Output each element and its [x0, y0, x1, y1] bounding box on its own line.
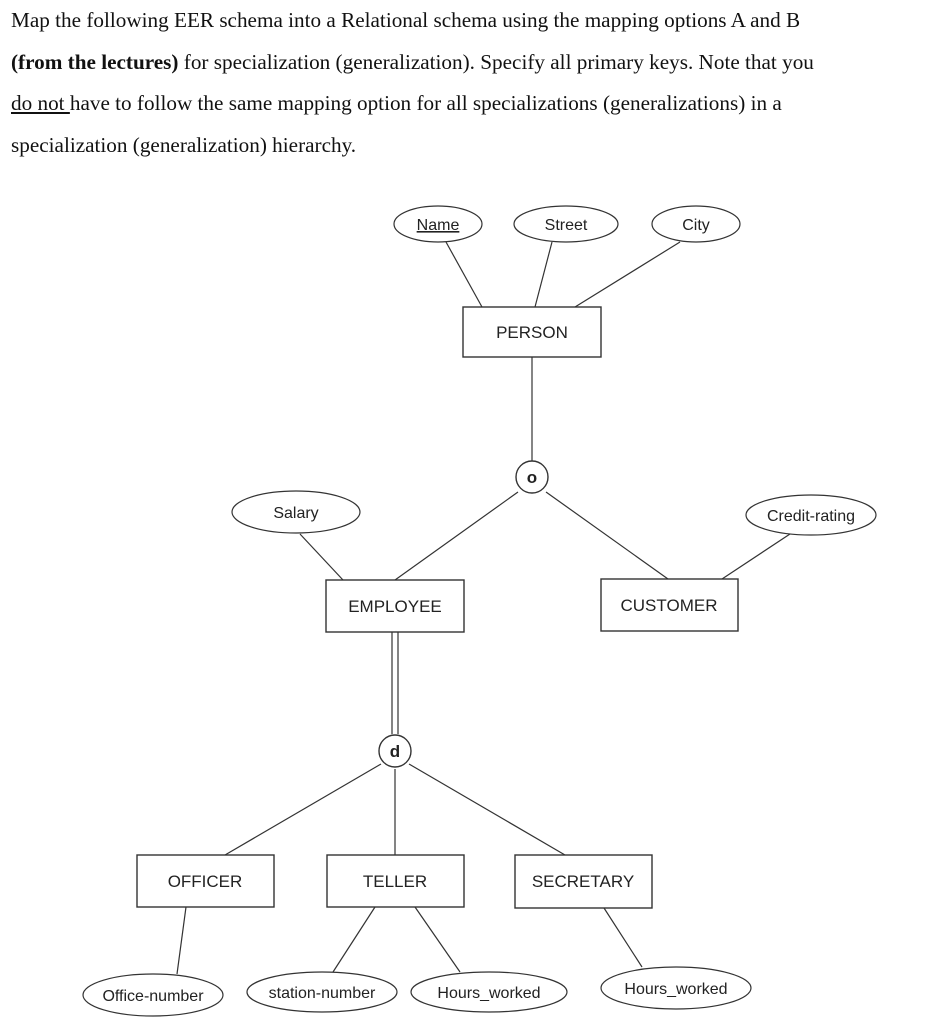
connector-overlap-employee — [394, 491, 519, 581]
entity-officer-label: OFFICER — [168, 872, 243, 891]
attr-office-number: Office-number — [82, 973, 224, 1017]
entity-person-label: PERSON — [496, 323, 568, 342]
connector-creditrating-customer — [721, 533, 791, 580]
attr-credit-rating-label: Credit-rating — [767, 508, 855, 525]
connector-officer-officenumber — [176, 906, 187, 975]
question-seg-3: for specialization (generalization). Spe… — [178, 49, 814, 74]
attr-street-label: Street — [545, 217, 588, 234]
entity-employee: EMPLOYEE — [325, 579, 465, 633]
attr-hours-worked-secretary: Hours_worked — [600, 966, 752, 1010]
connector-teller-stationnumber — [332, 906, 376, 973]
connector-city-person — [574, 241, 681, 308]
attr-name: Name — [393, 205, 483, 243]
entity-customer-label: CUSTOMER — [621, 596, 718, 615]
question-underlined-phrase: do not — [11, 91, 70, 115]
attr-salary: Salary — [231, 490, 361, 534]
connector-name-person — [445, 241, 483, 308]
question-line-1: Map the following EER schema into a Rela… — [11, 0, 926, 42]
attr-city: City — [651, 205, 741, 243]
attr-street: Street — [513, 205, 619, 243]
entity-secretary: SECRETARY — [514, 854, 653, 909]
attr-name-label: Name — [417, 217, 460, 234]
entity-person: PERSON — [462, 306, 602, 358]
attr-station-number: station-number — [246, 971, 398, 1013]
connector-teller-hoursworked — [414, 906, 461, 973]
attr-salary-label: Salary — [273, 505, 318, 522]
attr-city-label: City — [682, 217, 710, 234]
entity-teller: TELLER — [326, 854, 465, 908]
attr-station-number-label: station-number — [269, 985, 376, 1002]
question-seg-1: Map the following EER schema into a Rela… — [11, 8, 801, 32]
connector-disjoint-officer — [224, 763, 382, 856]
connector-secretary-hoursworked — [603, 907, 643, 968]
attr-hours-worked-secretary-label: Hours_worked — [624, 981, 727, 998]
attr-hours-worked-teller-label: Hours_worked — [437, 985, 540, 1002]
question-line-3: do not have to follow the same mapping o… — [11, 83, 926, 125]
entity-employee-label: EMPLOYEE — [348, 597, 442, 616]
diagram-connectors — [176, 241, 791, 975]
question-seg-6: specialization (generalization) hierarch… — [11, 132, 357, 157]
attr-hours-worked-teller: Hours_worked — [410, 971, 568, 1013]
disjoint-constraint-circle: d — [378, 734, 412, 768]
total-participation-line — [391, 632, 399, 734]
connector-overlap-customer — [545, 491, 669, 580]
attr-office-number-label: Office-number — [102, 988, 204, 1005]
question-line-2: (from the lectures) for specialization (… — [11, 42, 926, 84]
question-text: Map the following EER schema into a Rela… — [11, 0, 926, 166]
connector-disjoint-secretary — [408, 763, 566, 856]
entity-customer: CUSTOMER — [600, 578, 739, 632]
question-seg-5: have to follow the same mapping option f… — [69, 91, 782, 115]
entity-teller-label: TELLER — [363, 872, 427, 891]
attr-credit-rating: Credit-rating — [745, 494, 877, 536]
disjoint-constraint-label: d — [390, 742, 400, 761]
overlap-constraint-label: o — [527, 468, 537, 487]
question-bold-phrase: (from the lectures) — [11, 49, 179, 74]
question-line-4: specialization (generalization) hierarch… — [11, 125, 926, 167]
overlap-constraint-circle: o — [515, 460, 549, 494]
entity-officer: OFFICER — [136, 854, 275, 908]
connector-street-person — [534, 241, 553, 308]
connector-salary-employee — [299, 533, 344, 581]
entity-secretary-label: SECRETARY — [532, 872, 634, 891]
